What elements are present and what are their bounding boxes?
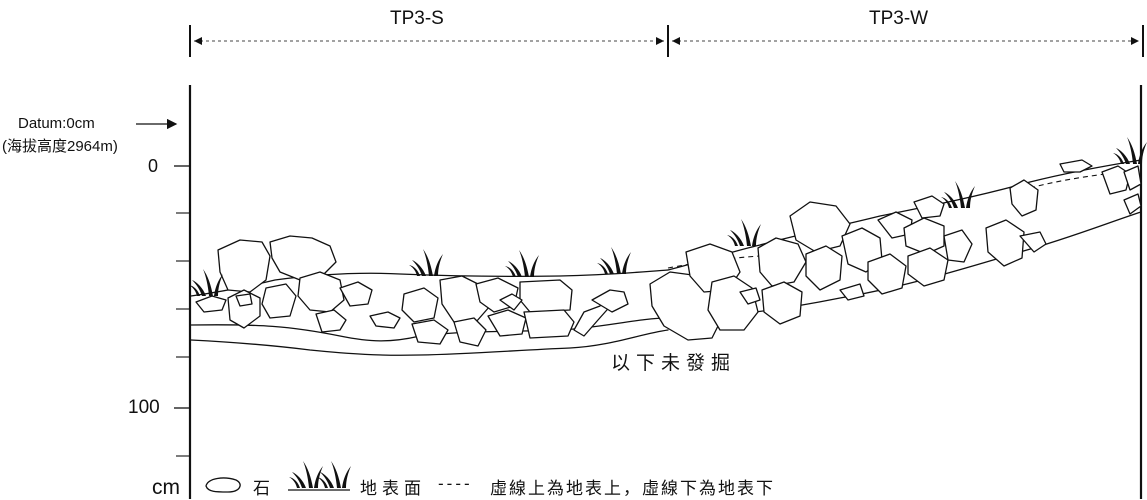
surface-grass bbox=[189, 137, 1147, 296]
legend-dashed-symbol: ---- bbox=[438, 474, 473, 493]
rocks-tp3-s bbox=[195, 235, 629, 347]
legend-rock-icon bbox=[205, 477, 241, 493]
legend-surface-label: 地表面 bbox=[360, 479, 426, 499]
section-label-tp3-s: TP3-S bbox=[390, 8, 444, 29]
section-dimension-lines bbox=[189, 25, 1144, 57]
unexcavated-annotation: 以下未發掘 bbox=[611, 352, 737, 374]
scale-tick-0: 0 bbox=[148, 156, 159, 176]
section-label-tp3-w: TP3-W bbox=[869, 8, 929, 29]
scale-tick-100: 100 bbox=[128, 397, 160, 418]
datum-label: Datum:0cm bbox=[18, 115, 95, 132]
rocks-tp3-w bbox=[649, 159, 1142, 341]
legend-rock-label: 石 bbox=[253, 479, 270, 499]
legend-grass-icon bbox=[288, 461, 351, 491]
scale-unit: cm bbox=[152, 476, 180, 499]
datum-elevation: (海拔高度2964m) bbox=[2, 138, 118, 155]
legend-dashed-label: 虛線上為地表上，虛線下為地表下 bbox=[490, 479, 775, 499]
